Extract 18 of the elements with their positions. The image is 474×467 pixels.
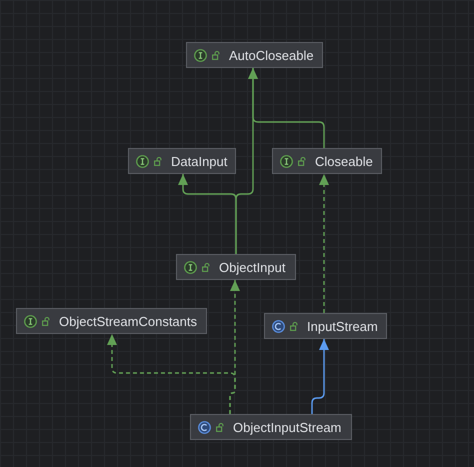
- interface-node: [16, 308, 207, 334]
- arrow: [178, 174, 237, 254]
- type-name: DataInput: [171, 154, 228, 168]
- arrow: [311, 339, 329, 414]
- type-name: Closeable: [315, 154, 373, 168]
- interface-node: [186, 42, 323, 68]
- interface-node: [128, 148, 236, 174]
- dashed-arrow: [107, 334, 236, 414]
- interface-node: [176, 254, 296, 280]
- class-node: [264, 313, 387, 339]
- class-node: [190, 414, 352, 440]
- dashed-arrow: [319, 174, 329, 313]
- type-name: AutoCloseable: [229, 48, 314, 62]
- type-name: InputStream: [307, 320, 378, 332]
- type-name: ObjectInput: [219, 260, 286, 274]
- interface-node: [272, 148, 382, 174]
- type-name: ObjectStreamConstants: [59, 314, 198, 328]
- type-name: ObjectInputStream: [233, 420, 342, 434]
